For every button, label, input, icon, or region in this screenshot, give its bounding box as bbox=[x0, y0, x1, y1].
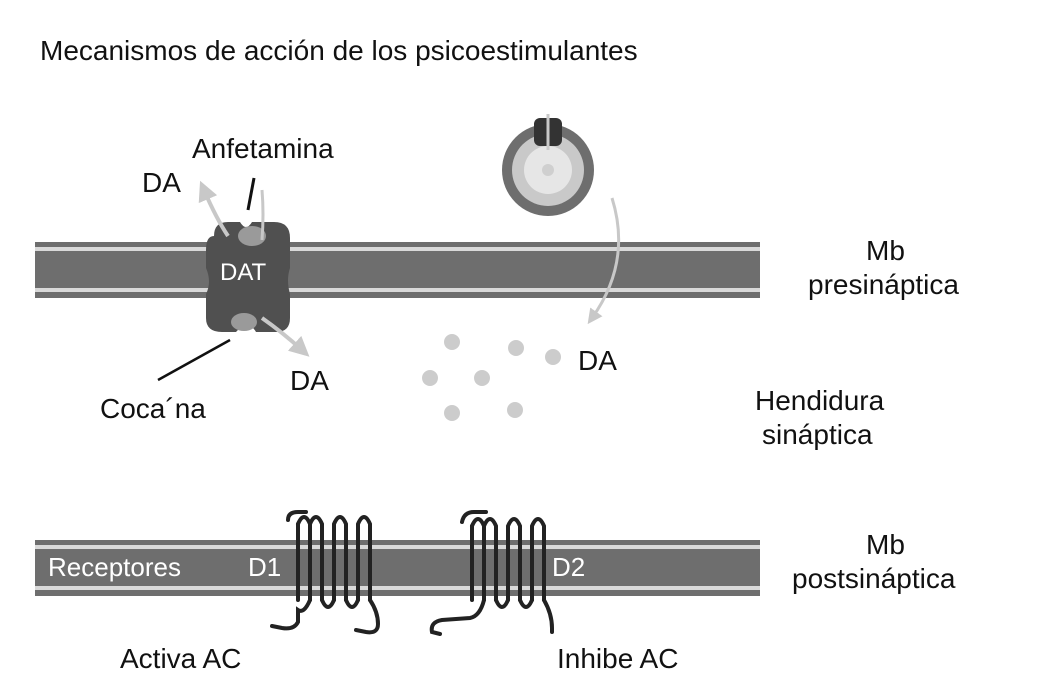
cocaine-label: Coca´na bbox=[100, 393, 206, 424]
da-reuptake-arrow bbox=[260, 316, 310, 357]
presynaptic-label-line2: presináptica bbox=[808, 269, 959, 300]
amphetamine-entry-path bbox=[260, 189, 265, 241]
activa-ac-label: Activa AC bbox=[120, 643, 241, 674]
da-bottom-label: DA bbox=[290, 365, 329, 396]
dat-label: DAT bbox=[220, 259, 267, 286]
postsynaptic-label-line2: postsináptica bbox=[792, 563, 956, 594]
amphetamine-pointer bbox=[246, 177, 256, 211]
synaptic-vesicle bbox=[502, 114, 594, 216]
da-efflux-arrow bbox=[198, 180, 230, 238]
presynaptic-label-line1: Mb bbox=[866, 235, 905, 266]
synaptic-cleft-label-line1: Hendidura bbox=[755, 385, 885, 416]
presynaptic-membrane bbox=[35, 242, 760, 298]
postsynaptic-membrane bbox=[35, 540, 760, 596]
postsynaptic-label-line1: Mb bbox=[866, 529, 905, 560]
d1-label: D1 bbox=[248, 552, 281, 582]
synaptic-cleft-label-line2: sináptica bbox=[762, 419, 873, 450]
d2-receptor bbox=[429, 510, 554, 636]
receptors-label: Receptores bbox=[48, 552, 181, 582]
da-cleft-label: DA bbox=[578, 345, 617, 376]
amphetamine-label: Anfetamina bbox=[192, 133, 334, 164]
d1-receptor bbox=[270, 510, 381, 635]
inhibe-ac-label: Inhibe AC bbox=[557, 643, 678, 674]
vesicle-release-arrow bbox=[587, 197, 621, 325]
d2-label: D2 bbox=[552, 552, 585, 582]
dat-transporter bbox=[206, 222, 290, 332]
cocaine-pointer bbox=[157, 338, 231, 382]
diagram-title: Mecanismos de acción de los psicoestimul… bbox=[40, 35, 638, 66]
dopamine-molecules bbox=[422, 334, 561, 421]
da-top-label: DA bbox=[142, 167, 181, 198]
